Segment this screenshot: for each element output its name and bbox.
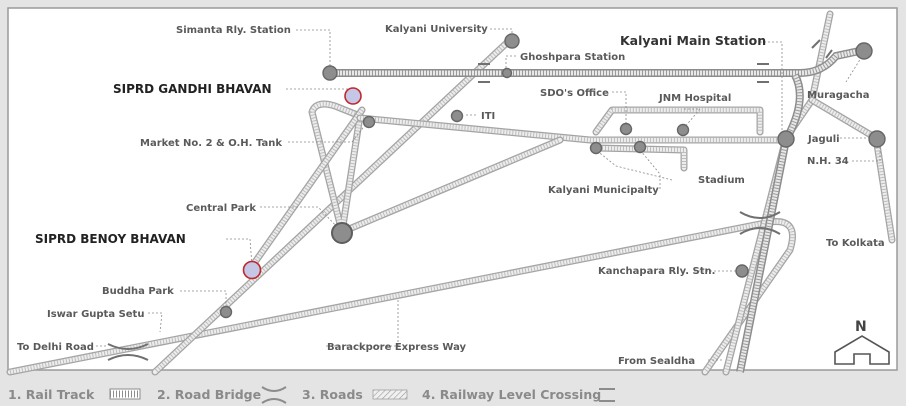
label-iswar-gupta: Iswar Gupta Setu xyxy=(47,309,144,320)
north-label: N xyxy=(855,319,867,335)
label-municipality: Kalyani Municipalty xyxy=(548,185,659,196)
simanta-station-marker[interactable] xyxy=(322,65,338,81)
label-ghoshpara: Ghoshpara Station xyxy=(520,52,625,63)
benoy-bhavan-marker[interactable] xyxy=(242,260,262,280)
label-simanta: Simanta Rly. Station xyxy=(176,25,291,36)
gandhi-bhavan-marker[interactable] xyxy=(344,87,362,105)
sdo-office-marker[interactable] xyxy=(619,122,633,136)
label-iti: ITI xyxy=(481,111,495,122)
label-nh34: N.H. 34 xyxy=(807,156,849,167)
label-sdo: SDO's Office xyxy=(540,88,609,99)
crossings xyxy=(107,39,833,361)
label-kanchapara: Kanchapara Rly. Stn. xyxy=(598,266,715,277)
legend-road-bridge-label: 2. Road Bridge xyxy=(157,387,261,402)
label-gandhi-bhavan: SIPRD GANDHI BHAVAN xyxy=(113,82,272,96)
iti-marker[interactable] xyxy=(450,109,464,123)
label-expressway: Barackpore Express Way xyxy=(327,342,467,353)
label-kalyani-university: Kalyani University xyxy=(385,24,488,35)
jnm-hospital-marker[interactable] xyxy=(676,123,690,137)
label-to-delhi: To Delhi Road xyxy=(17,342,94,353)
stadium-marker[interactable] xyxy=(633,140,647,154)
label-stadium: Stadium xyxy=(698,175,745,186)
label-kalyani-main: Kalyani Main Station xyxy=(620,33,766,48)
legend: 1. Rail Track 2. Road Bridge 3. Roads 4.… xyxy=(8,386,615,404)
level-crossing-icon xyxy=(599,388,615,402)
market-marker[interactable] xyxy=(362,115,376,129)
label-market: Market No. 2 & O.H. Tank xyxy=(140,138,282,149)
stops xyxy=(219,33,886,319)
road-bridge-icon xyxy=(261,386,287,404)
legend-roads-label: 3. Roads xyxy=(302,387,363,402)
buddha-park-marker[interactable] xyxy=(219,305,233,319)
label-buddha-park: Buddha Park xyxy=(102,286,174,297)
label-benoy-bhavan: SIPRD BENOY BHAVAN xyxy=(35,232,186,246)
legend-level-crossing-label: 4. Railway Level Crossing xyxy=(422,387,601,402)
muragacha-marker[interactable] xyxy=(855,42,873,60)
central-park-marker[interactable] xyxy=(331,222,353,244)
ghoshpara-station-marker[interactable] xyxy=(501,67,513,79)
jaguli-marker[interactable] xyxy=(868,130,886,148)
rail-track-icon xyxy=(109,388,141,400)
kanchapara-marker[interactable] xyxy=(735,264,749,278)
label-to-kolkata: To Kolkata xyxy=(826,238,885,249)
label-muragacha: Muragacha xyxy=(807,90,869,101)
kalyani-main-station-marker[interactable] xyxy=(777,130,795,148)
kalyani-university-marker[interactable] xyxy=(504,33,520,49)
municipality-marker[interactable] xyxy=(589,141,603,155)
legend-rail-track-label: 1. Rail Track xyxy=(8,387,95,402)
label-jnm: JNM Hospital xyxy=(658,93,731,104)
label-from-sealdha: From Sealdha xyxy=(618,356,695,367)
label-jaguli: Jaguli xyxy=(807,134,840,145)
roads-icon xyxy=(372,389,408,400)
map-labels: Simanta Rly. Station Kalyani University … xyxy=(17,24,885,367)
north-arrow-icon: N xyxy=(834,319,890,365)
label-central-park: Central Park xyxy=(186,203,256,214)
